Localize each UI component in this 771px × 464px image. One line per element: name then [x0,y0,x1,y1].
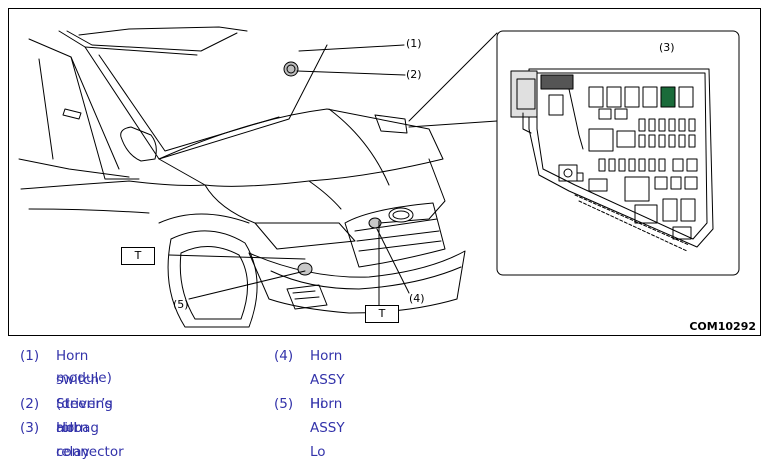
legend-number: (3) [20,420,40,436]
grille [344,202,446,268]
legend-text: Horn relay [56,420,90,460]
legend-number: (2) [20,396,40,412]
tightening-torque-label-bottom: T [365,305,399,323]
tightening-torque-label-left: T [121,247,155,265]
legend: (1) Horn switch (driver’s airbag module)… [0,344,771,460]
horn-relay-highlight [660,86,676,108]
legend-number: (4) [274,348,294,364]
horn-hi-part [368,217,382,229]
legend-text: Horn ASSY Hi [310,348,345,412]
fuse-grid [548,86,698,240]
figure-id: COM10292 [689,320,756,333]
callout-4: (4) [409,292,425,305]
legend-number: (5) [274,396,294,412]
horn-switch-part [283,61,299,77]
callout-3: (3) [659,41,675,54]
horn-lo-part [297,262,313,276]
legend-text: Horn ASSY Lo [310,396,345,460]
hood [158,108,444,187]
callout-5: (5) [173,298,189,311]
diagram-figure: (1) (2) (3) (4) (5) T T COM10292 [8,8,761,336]
front-bumper [248,250,466,314]
legend-text: Horn switch (driver’s airbag [56,348,113,436]
side-mirror [120,126,157,162]
front-wheel [167,230,258,328]
headlight [254,222,356,250]
fog-light [286,284,328,310]
fuse-box-on-car [374,114,408,134]
fuse-box-inset [496,30,740,276]
legend-number: (1) [20,348,40,364]
fuse-block-outline [528,68,714,248]
car-front-illustration [18,26,740,328]
windshield [84,44,328,160]
legend-text-cont: module) [56,370,112,386]
callout-1: (1) [406,37,422,50]
callout-2: (2) [406,68,422,81]
